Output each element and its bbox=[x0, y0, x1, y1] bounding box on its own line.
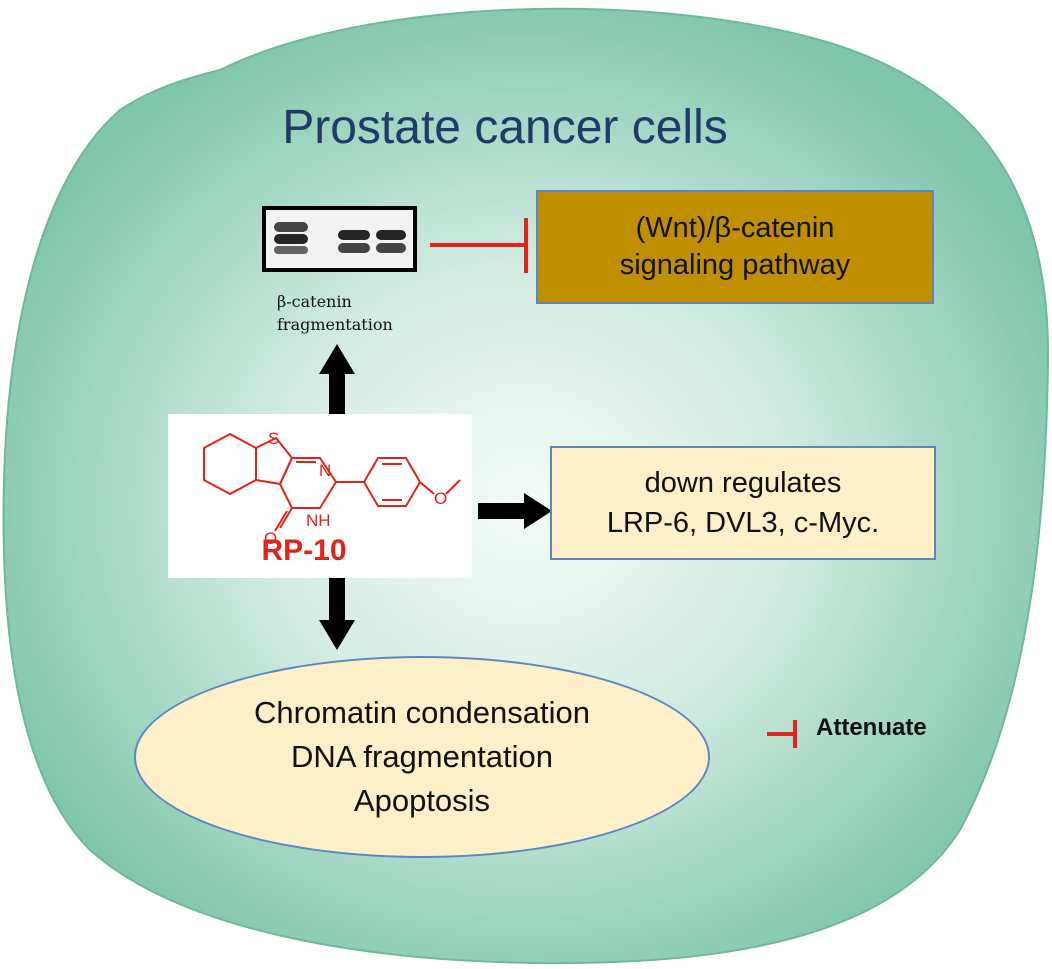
ellipse-line: Apoptosis bbox=[353, 783, 491, 818]
blot-caption-line: fragmentation bbox=[277, 315, 393, 334]
blot-caption: β-catenin fragmentation bbox=[277, 290, 437, 336]
down-box-line: down regulates bbox=[644, 467, 842, 499]
atom-label-n: N bbox=[319, 461, 331, 480]
arrow-up bbox=[319, 344, 355, 416]
western-blot-image bbox=[262, 206, 417, 272]
arrow-right bbox=[478, 493, 552, 529]
atom-label-o: O bbox=[264, 529, 277, 548]
arrow-down bbox=[319, 578, 355, 650]
down-box-line: LRP-6, DVL3, c-Myc. bbox=[606, 507, 880, 539]
inhibition-arrow bbox=[430, 218, 528, 273]
blot-band bbox=[338, 230, 370, 240]
blot-caption-line: β-catenin bbox=[277, 292, 352, 311]
atom-label-methoxy-o: O bbox=[434, 489, 447, 508]
wnt-box-line: signaling pathway bbox=[619, 249, 851, 281]
diagram-title: Prostate cancer cells bbox=[282, 101, 728, 154]
atom-label-nh: NH bbox=[306, 511, 331, 530]
legend-attenuate-label: Attenuate bbox=[816, 714, 927, 741]
atom-label-s: S bbox=[268, 429, 279, 448]
compound-structure: S N NH O O RP-10 bbox=[168, 414, 472, 578]
blot-band bbox=[376, 243, 406, 253]
blot-band bbox=[274, 246, 308, 254]
downregulation-box: down regulates LRP-6, DVL3, c-Myc. bbox=[550, 446, 936, 560]
wnt-box-line: (Wnt)/β-catenin bbox=[635, 212, 835, 244]
compound-name: RP-10 bbox=[261, 534, 347, 567]
blot-band bbox=[338, 243, 370, 253]
blot-band bbox=[274, 222, 308, 232]
blot-band bbox=[376, 230, 406, 240]
legend-inhibit-icon bbox=[767, 720, 797, 748]
apoptosis-ellipse: Chromatin condensation DNA fragmentation… bbox=[134, 656, 710, 858]
ellipse-line: Chromatin condensation bbox=[253, 695, 591, 730]
ellipse-line: DNA fragmentation bbox=[291, 739, 553, 774]
compound-structure-drawing: S N NH O O bbox=[203, 429, 461, 548]
blot-band bbox=[274, 234, 308, 244]
wnt-pathway-box: (Wnt)/β-catenin signaling pathway bbox=[536, 190, 934, 304]
molecule-bonds bbox=[203, 432, 461, 532]
